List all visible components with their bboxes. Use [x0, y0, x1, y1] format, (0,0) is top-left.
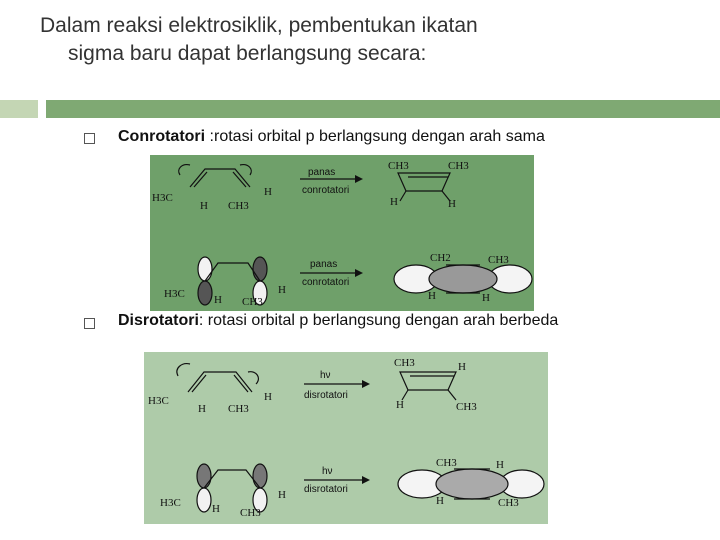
label-h3c: H3C — [160, 497, 181, 509]
label-ch3: CH3 — [394, 357, 415, 369]
title-line-1: Dalam reaksi elektrosiklik, pembentukan … — [40, 14, 478, 37]
label-h: H — [428, 290, 436, 302]
label-h: H — [212, 503, 220, 515]
label-ch3: CH3 — [456, 401, 477, 413]
label-ch2: CH2 — [430, 252, 451, 264]
label-h: H — [482, 292, 490, 304]
label-ch3: CH3 — [388, 160, 409, 172]
point-disrotatori: Disrotatori: rotasi orbital p berlangsun… — [118, 312, 558, 330]
header-rule — [46, 100, 720, 118]
label-h: H — [458, 361, 466, 373]
label-ch3: CH3 — [240, 507, 261, 519]
slide-title: Dalam reaksi elektrosiklik, pembentukan … — [40, 12, 680, 68]
label-h3c: H3C — [152, 192, 173, 204]
label-ch3: CH3 — [448, 160, 469, 172]
label-h: H — [278, 284, 286, 296]
label-ch3: CH3 — [228, 200, 249, 212]
label-h: H — [214, 294, 222, 306]
label-h: H — [278, 489, 286, 501]
label-h: H — [264, 186, 272, 198]
label-ch3: CH3 — [242, 296, 263, 308]
arrow-label-mode: conrotatori — [302, 185, 349, 196]
header-rule-accent — [0, 100, 38, 118]
arrow-label-mode: disrotatori — [304, 390, 348, 401]
conrotatory-figure: H3C H CH3 H panas conrotatori CH3 CH3 H … — [150, 155, 534, 311]
bullet-square-icon — [84, 318, 95, 329]
bullet-square-icon — [84, 133, 95, 144]
label-h3c: H3C — [164, 288, 185, 300]
definition-disrotatori: : rotasi orbital p berlangsung dengan ar… — [198, 312, 559, 329]
label-ch3: CH3 — [228, 403, 249, 415]
arrow-label-mode: conrotatori — [302, 277, 349, 288]
arrow-label-light: hν — [322, 466, 333, 477]
definition-conrotatori: :rotasi orbital p berlangsung dengan ara… — [205, 128, 545, 145]
label-h: H — [448, 198, 456, 210]
title-line-2: sigma baru dapat berlangsung secara: — [68, 42, 427, 65]
label-h: H — [200, 200, 208, 212]
arrow-label-heat: panas — [308, 167, 335, 178]
term-conrotatori: Conrotatori — [118, 128, 206, 145]
label-ch3: CH3 — [488, 254, 509, 266]
label-h: H — [436, 495, 444, 507]
label-ch3: CH3 — [436, 457, 457, 469]
label-h: H — [396, 399, 404, 411]
label-h: H — [198, 403, 206, 415]
label-h: H — [264, 391, 272, 403]
disrotatory-figure: H3C H CH3 H hν disrotatori CH3 H H CH3 H… — [144, 352, 548, 524]
term-disrotatori: Disrotatori — [118, 312, 199, 329]
point-conrotatori: Conrotatori :rotasi orbital p berlangsun… — [118, 128, 545, 146]
arrow-label-light: hν — [320, 370, 331, 381]
arrow-label-mode: disrotatori — [304, 484, 348, 495]
label-ch3: CH3 — [498, 497, 519, 509]
label-h3c: H3C — [148, 395, 169, 407]
label-h: H — [390, 196, 398, 208]
label-h: H — [496, 459, 504, 471]
arrow-label-heat: panas — [310, 259, 337, 270]
